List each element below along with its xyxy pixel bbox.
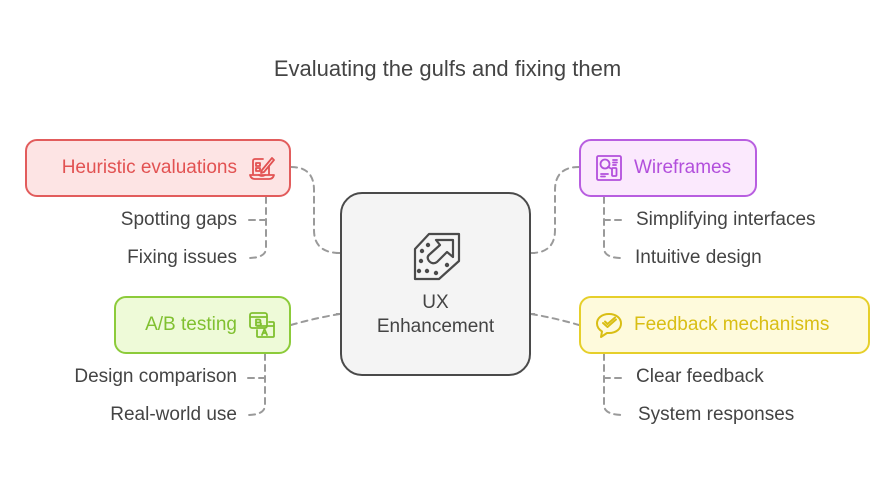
branch-ab-testing[interactable]: A/B testing (114, 296, 291, 354)
leaf-real-world-use: Real-world use (110, 404, 237, 425)
connector-center-to-ab-testing (290, 313, 341, 326)
connector-wireframes-children (603, 196, 623, 259)
leaf-design-comparison: Design comparison (74, 366, 237, 387)
branch-label: A/B testing (145, 314, 237, 335)
ux-enhancement-icon (409, 229, 463, 283)
leaf-simplifying-interfaces: Simplifying interfaces (636, 209, 816, 230)
leaf-clear-feedback: Clear feedback (636, 366, 764, 387)
branch-label: Wireframes (634, 157, 732, 178)
leaf-system-responses: System responses (638, 404, 795, 425)
center-node-label-line2: Enhancement (376, 316, 495, 337)
connector-heuristic-children (247, 196, 267, 259)
connector-center-to-wireframes (530, 166, 580, 254)
feedback-chat-check-icon (594, 310, 624, 340)
connector-center-to-feedback (530, 313, 580, 326)
branch-label: Feedback mechanisms (634, 314, 830, 335)
center-node-ux-enhancement[interactable]: UX Enhancement (340, 192, 531, 376)
diagram-title: Evaluating the gulfs and fixing them (273, 56, 622, 81)
connector-center-to-heuristic (290, 166, 341, 254)
leaf-spotting-gaps: Spotting gaps (120, 209, 237, 230)
branch-feedback-mechanisms[interactable]: Feedback mechanisms (579, 296, 870, 354)
connector-ab-children (246, 353, 266, 416)
branch-label: Heuristic evaluations (61, 157, 237, 178)
connector-feedback-children (603, 353, 625, 416)
leaf-fixing-issues: Fixing issues (127, 247, 237, 268)
ab-testing-icon (247, 310, 277, 340)
leaf-intuitive-design: Intuitive design (635, 247, 762, 268)
wireframe-icon (594, 153, 624, 183)
heuristic-evaluation-icon (247, 153, 277, 183)
branch-wireframes[interactable]: Wireframes (579, 139, 757, 197)
center-node-label-line1: UX (422, 292, 449, 313)
branch-heuristic-evaluations[interactable]: Heuristic evaluations (25, 139, 291, 197)
